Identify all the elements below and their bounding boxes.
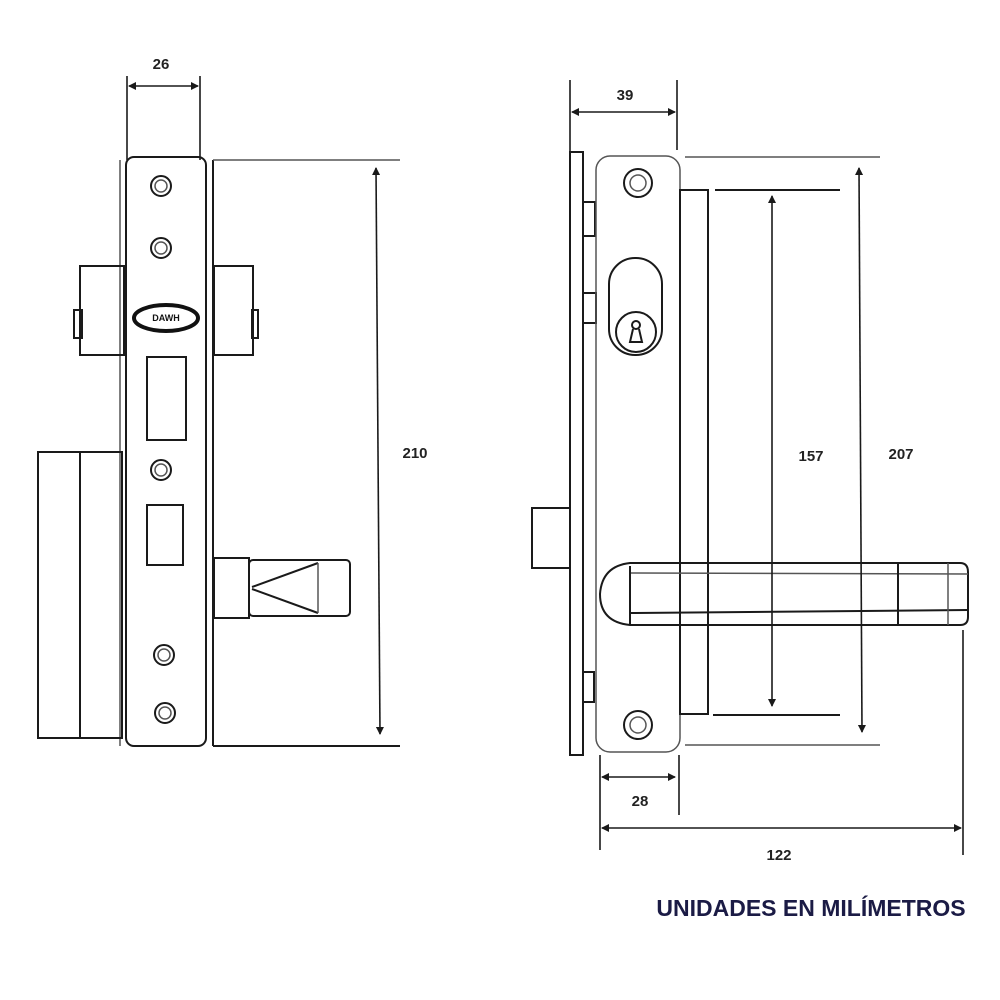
lock-case (679, 189, 709, 715)
latch-slot (146, 356, 187, 441)
key-cylinder-icon (608, 257, 663, 356)
dimension-label: 28 (632, 793, 649, 810)
dimension-label: 26 (153, 56, 170, 73)
left-lever-stub (213, 557, 351, 619)
dimension-label: 207 (888, 446, 913, 463)
right-view-lock: 39 157 207 28 122 (531, 80, 969, 864)
left-bolt-stubs (73, 265, 259, 356)
left-view-lock: DAWH 26 (37, 56, 428, 747)
dimension-label: 157 (798, 448, 823, 465)
dimension-label: 39 (617, 87, 634, 104)
left-faceplate (125, 156, 207, 747)
dimension-width-28: 28 (599, 755, 680, 850)
screw-hole-icon (623, 168, 653, 740)
dimension-height-210: 210 (213, 159, 428, 747)
deadbolt-slot (146, 504, 184, 566)
screw-hole-icon (150, 175, 176, 724)
svg-text:DAWH: DAWH (152, 313, 180, 323)
brand-logo: DAWH (132, 303, 200, 333)
dimension-label: 122 (766, 847, 791, 864)
dimension-label: 210 (402, 445, 427, 462)
right-faceplate (595, 155, 681, 753)
units-note: UNIDADES EN MILÍMETROS (656, 894, 965, 921)
left-cylinder-body (37, 451, 123, 739)
dimension-height-207: 207 (685, 156, 914, 746)
lever-handle (598, 562, 969, 626)
right-bolt (531, 507, 571, 569)
dimension-width-39: 39 (569, 80, 678, 152)
dimension-length-122: 122 (601, 630, 964, 864)
edge-plate (569, 151, 584, 756)
dimension-width-26: 26 (126, 56, 201, 160)
dimension-height-157: 157 (713, 189, 840, 716)
